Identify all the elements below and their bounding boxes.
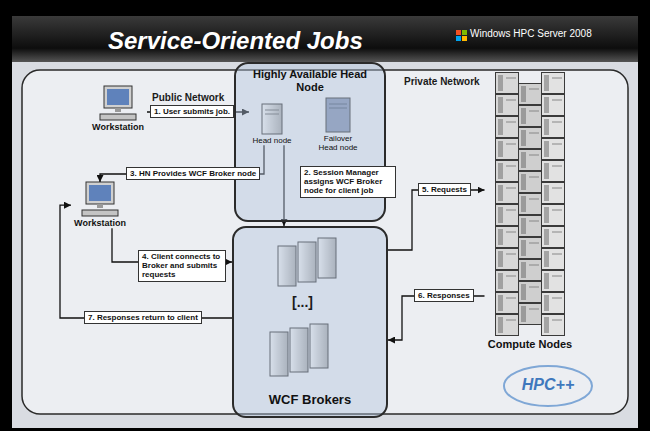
step-label: 7. Responses return to client <box>84 311 202 324</box>
connector-arrow <box>60 205 232 318</box>
step-label: 4. Client connects to Broker and submits… <box>138 250 226 282</box>
connector-arrow <box>388 296 485 340</box>
step-label: 3. HN Provides WCF Broker node <box>126 167 260 180</box>
node-label: Workstation <box>89 122 147 132</box>
step-label: 6. Responses <box>414 289 474 302</box>
workstation-icon <box>100 86 136 120</box>
region-box: Highly Available Head NodeHead node Failo… <box>234 62 386 222</box>
node-label: Workstation <box>71 218 129 228</box>
icon-node: Workstation <box>71 182 129 228</box>
node-label: Compute Nodes <box>485 338 576 351</box>
step-label: 2. Session Manager assigns WCF Broker no… <box>300 166 396 198</box>
slide-ground <box>12 16 638 428</box>
step-label: 5. Requests <box>418 183 471 196</box>
slide-title: Service-Oriented Jobs <box>108 27 363 55</box>
watermark: HPC++ <box>520 376 576 394</box>
network-label: Private Network <box>404 76 480 88</box>
ellipsis-label: [...] <box>292 294 313 310</box>
node-label: Head node <box>249 136 295 145</box>
region-heading: WCF Brokers <box>269 393 351 408</box>
network-label: Public Network <box>152 92 224 104</box>
icon-node: Head node <box>249 104 295 145</box>
icon-node: Workstation <box>89 86 147 132</box>
node-label: Failover Head node <box>314 134 362 152</box>
workstation-icon <box>82 182 118 216</box>
product-logo-text: Windows HPC Server 2008 <box>470 28 592 40</box>
connector-arrow <box>388 190 485 250</box>
region-heading: Highly Available Head Node <box>250 68 370 93</box>
server-rack <box>495 72 565 336</box>
windows-logo <box>456 30 467 41</box>
watermark-ellipse <box>504 366 592 406</box>
region-box: WCF Brokers <box>232 226 388 418</box>
step-label: 1. User submits job. <box>150 105 234 118</box>
title-banner <box>12 16 638 62</box>
icon-node: Failover Head node <box>314 98 362 152</box>
icon-node: Compute Nodes <box>485 72 576 351</box>
